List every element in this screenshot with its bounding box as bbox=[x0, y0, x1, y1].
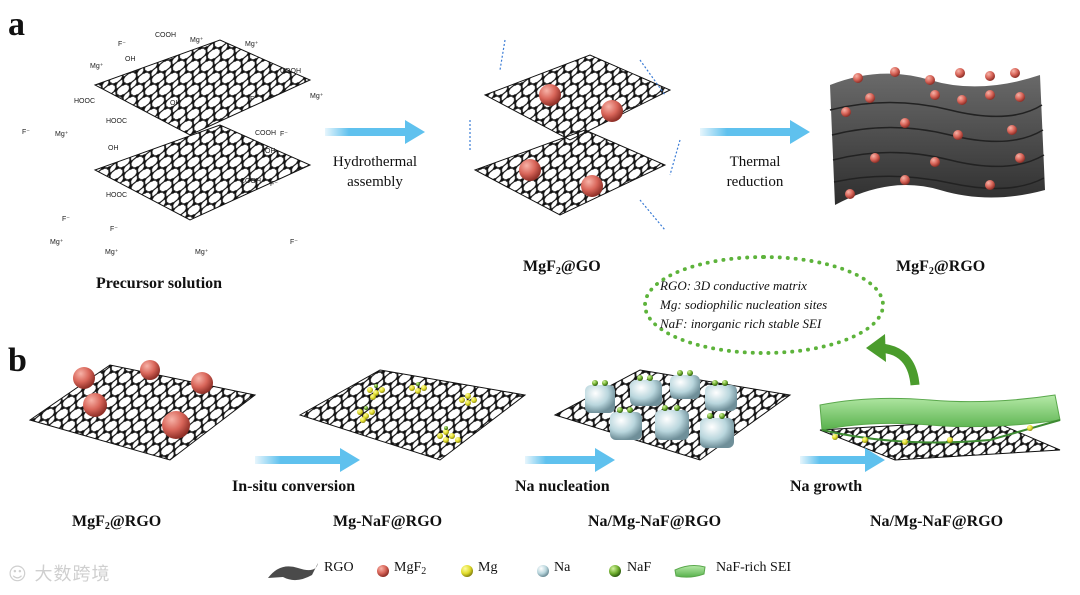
chem-label: F⁻ bbox=[270, 181, 278, 188]
legend-label-mg: Mg bbox=[478, 560, 498, 575]
chem-label: OH bbox=[108, 145, 119, 152]
legend-sei-icon bbox=[674, 565, 706, 578]
watermark-icon: ☺ bbox=[8, 564, 28, 585]
chem-label: Mg⁺ bbox=[195, 249, 209, 256]
chem-label: COOH bbox=[280, 68, 301, 75]
chem-label: Mg⁺ bbox=[90, 63, 104, 70]
legend-naf-icon bbox=[609, 565, 621, 577]
chem-label: F⁻ bbox=[62, 216, 70, 223]
chem-label: Mg⁺ bbox=[50, 239, 64, 246]
arrow-label-thermal: Thermal reduction bbox=[726, 154, 784, 190]
chem-label: Mg⁺ bbox=[190, 37, 204, 44]
caption-mgf2-rgo: MgF2@RGO bbox=[896, 258, 986, 277]
legend-na-icon bbox=[537, 565, 549, 577]
chem-label: HOOC bbox=[106, 118, 127, 125]
watermark-logo: ☺ 大数跨境 bbox=[8, 564, 111, 585]
arrow-na-growth bbox=[800, 448, 885, 472]
chem-label: COOH bbox=[255, 130, 276, 137]
mgf2-rgo-block bbox=[829, 67, 1045, 205]
chem-label: OH bbox=[265, 148, 276, 155]
callout-text: RGO: 3D conductive matrix Mg: sodiophili… bbox=[660, 276, 870, 333]
chem-label: HOOC bbox=[106, 192, 127, 199]
chem-label: F⁻ bbox=[110, 226, 118, 233]
arrow-label-in-situ: In-situ conversion bbox=[232, 478, 356, 495]
legend-icons bbox=[268, 563, 706, 581]
callout-line-mg: Mg: sodiophilic nucleation sites bbox=[660, 297, 828, 312]
arrow-label-na-nucleation: Na nucleation bbox=[515, 478, 610, 495]
chem-label: HOOC bbox=[74, 98, 95, 105]
chem-label: OH bbox=[170, 100, 181, 107]
caption-b-mg-naf-rgo: Mg-NaF@RGO bbox=[333, 513, 443, 530]
chem-label: COOH bbox=[155, 32, 176, 39]
caption-mgf2-go: MgF2@GO bbox=[523, 258, 601, 277]
caption-b-mgf2-rgo: MgF2@RGO bbox=[72, 513, 162, 532]
caption-precursor-solution: Precursor solution bbox=[96, 275, 223, 292]
legend-mg-icon bbox=[461, 565, 473, 577]
arrow-thermal bbox=[700, 120, 810, 144]
chem-label: OH bbox=[125, 56, 136, 63]
b-mg-naf-rgo-sheet bbox=[298, 369, 527, 461]
arrow-to-bubble bbox=[866, 334, 920, 386]
chem-label: COOH bbox=[240, 178, 261, 185]
arrow-in-situ bbox=[255, 448, 360, 472]
callout-line-naf: NaF: inorganic rich stable SEI bbox=[660, 316, 822, 331]
b-na-mg-naf-rgo-sheet bbox=[553, 369, 792, 461]
arrow-na-nucleation bbox=[525, 448, 615, 472]
chem-label: F⁻ bbox=[22, 129, 30, 136]
chem-label: Mg⁺ bbox=[310, 93, 324, 100]
b-sei-layer bbox=[819, 394, 1061, 461]
legend-label-rgo: RGO bbox=[324, 560, 354, 575]
chem-label: F⁻ bbox=[118, 41, 126, 48]
panel-label-b: b bbox=[8, 342, 27, 379]
chem-label: Mg⁺ bbox=[55, 131, 69, 138]
mgf2-go-graphene bbox=[469, 39, 681, 231]
legend-label-mgf2: MgF2 bbox=[394, 560, 427, 577]
legend-mgf2-icon bbox=[377, 565, 389, 577]
callout-line-rgo: RGO: 3D conductive matrix bbox=[660, 278, 807, 293]
legend-rgo-icon bbox=[268, 563, 318, 581]
b-mgf2-rgo-sheet bbox=[28, 360, 257, 461]
caption-b-na-mg-naf-rgo: Na/Mg-NaF@RGO bbox=[588, 513, 722, 530]
chem-label: F⁻ bbox=[250, 96, 258, 103]
panel-label-a: a bbox=[8, 6, 25, 43]
precursor-graphene bbox=[93, 39, 312, 221]
legend-label-na: Na bbox=[554, 560, 571, 575]
arrow-label-hydrothermal: Hydrothermal assembly bbox=[332, 154, 418, 190]
legend-label-sei: NaF-rich SEI bbox=[716, 560, 792, 575]
chem-label: F⁻ bbox=[290, 239, 298, 246]
legend-label-naf: NaF bbox=[627, 560, 652, 575]
caption-b-na-mg-naf-rgo-sei: Na/Mg-NaF@RGO bbox=[870, 513, 1004, 530]
chem-label: Mg⁺ bbox=[105, 249, 119, 256]
chem-label: Mg⁺ bbox=[245, 41, 259, 48]
arrow-label-na-growth: Na growth bbox=[790, 478, 863, 495]
callout-bubble bbox=[643, 255, 885, 355]
chem-label: F⁻ bbox=[280, 131, 288, 138]
arrow-hydrothermal bbox=[325, 120, 425, 144]
